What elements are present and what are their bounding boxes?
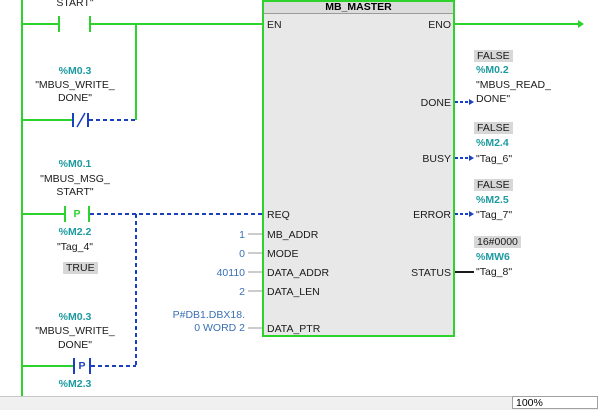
output-status-address[interactable]: %MW6 xyxy=(476,251,510,263)
pin-req: REQ xyxy=(267,209,290,221)
done-arrow xyxy=(469,99,474,105)
output-busy-state: FALSE xyxy=(474,122,513,134)
value-data-len[interactable]: 2 xyxy=(239,286,245,298)
contact-start-tag[interactable]: START" xyxy=(56,0,94,9)
pin-en: EN xyxy=(267,19,282,31)
busy-arrow xyxy=(469,155,474,161)
output-done-tag1[interactable]: "MBUS_READ_ xyxy=(476,79,551,91)
contact-msg-start-edge: P xyxy=(73,208,81,220)
pin-busy: BUSY xyxy=(422,153,451,165)
block-title: MB_MASTER xyxy=(262,0,455,14)
pin-data-addr: DATA_ADDR xyxy=(267,267,330,279)
contact-write-done2-address[interactable]: %M0.3 xyxy=(58,311,92,323)
output-error-address[interactable]: %M2.5 xyxy=(476,194,509,206)
pin-status: STATUS xyxy=(411,267,451,279)
pin-data-ptr: DATA_PTR xyxy=(267,323,321,335)
output-error-state: FALSE xyxy=(474,179,513,191)
output-done-state: FALSE xyxy=(474,50,513,62)
pin-mb-addr: MB_ADDR xyxy=(267,229,319,241)
pin-eno: ENO xyxy=(428,19,451,31)
pin-error: ERROR xyxy=(413,209,451,221)
status-bar xyxy=(0,396,598,410)
contact-write-done-slash xyxy=(76,112,86,128)
contact-write-done2-tag1[interactable]: "MBUS_WRITE_ xyxy=(35,325,115,337)
output-error-tag[interactable]: "Tag_7" xyxy=(476,209,513,221)
output-done-address[interactable]: %M0.2 xyxy=(476,64,509,76)
value-data-ptr-line1[interactable]: P#DB1.DBX18. xyxy=(172,309,245,321)
contact-write-done2-tag2[interactable]: DONE" xyxy=(57,339,93,351)
contact-write-done2-edge: P xyxy=(78,360,86,372)
contact-msg-start-tag2[interactable]: START" xyxy=(56,186,94,198)
error-arrow xyxy=(469,211,474,217)
output-done-tag2[interactable]: DONE" xyxy=(476,93,511,105)
contact-tag4-tag[interactable]: "Tag_4" xyxy=(56,241,94,253)
contact-write-done-address[interactable]: %M0.3 xyxy=(58,65,92,77)
pin-mode: MODE xyxy=(267,248,299,260)
eno-arrow xyxy=(578,20,584,28)
contact-msg-start-tag1[interactable]: "MBUS_MSG_ xyxy=(40,173,110,185)
contact-m23-address[interactable]: %M2.3 xyxy=(58,378,92,390)
contact-tag4-address[interactable]: %M2.2 xyxy=(58,226,92,238)
value-mb-addr[interactable]: 1 xyxy=(239,229,245,241)
output-busy-address[interactable]: %M2.4 xyxy=(476,137,509,149)
value-data-addr[interactable]: 40110 xyxy=(216,267,245,279)
contact-write-done-tag2[interactable]: DONE" xyxy=(57,92,93,104)
value-mode[interactable]: 0 xyxy=(239,248,245,260)
output-status-state: 16#0000 xyxy=(474,236,521,248)
zoom-level[interactable]: 100% xyxy=(512,396,598,409)
mb-master-block[interactable] xyxy=(262,0,455,337)
contact-tag4-state: TRUE xyxy=(63,262,98,274)
contact-msg-start-address[interactable]: %M0.1 xyxy=(58,158,92,170)
pin-done: DONE xyxy=(420,97,451,109)
pin-data-len: DATA_LEN xyxy=(267,286,320,298)
contact-write-done-tag1[interactable]: "MBUS_WRITE_ xyxy=(35,79,115,91)
output-status-tag[interactable]: "Tag_8" xyxy=(476,266,513,278)
output-busy-tag[interactable]: "Tag_6" xyxy=(476,153,513,165)
value-data-ptr-line2[interactable]: 0 WORD 2 xyxy=(194,322,245,334)
